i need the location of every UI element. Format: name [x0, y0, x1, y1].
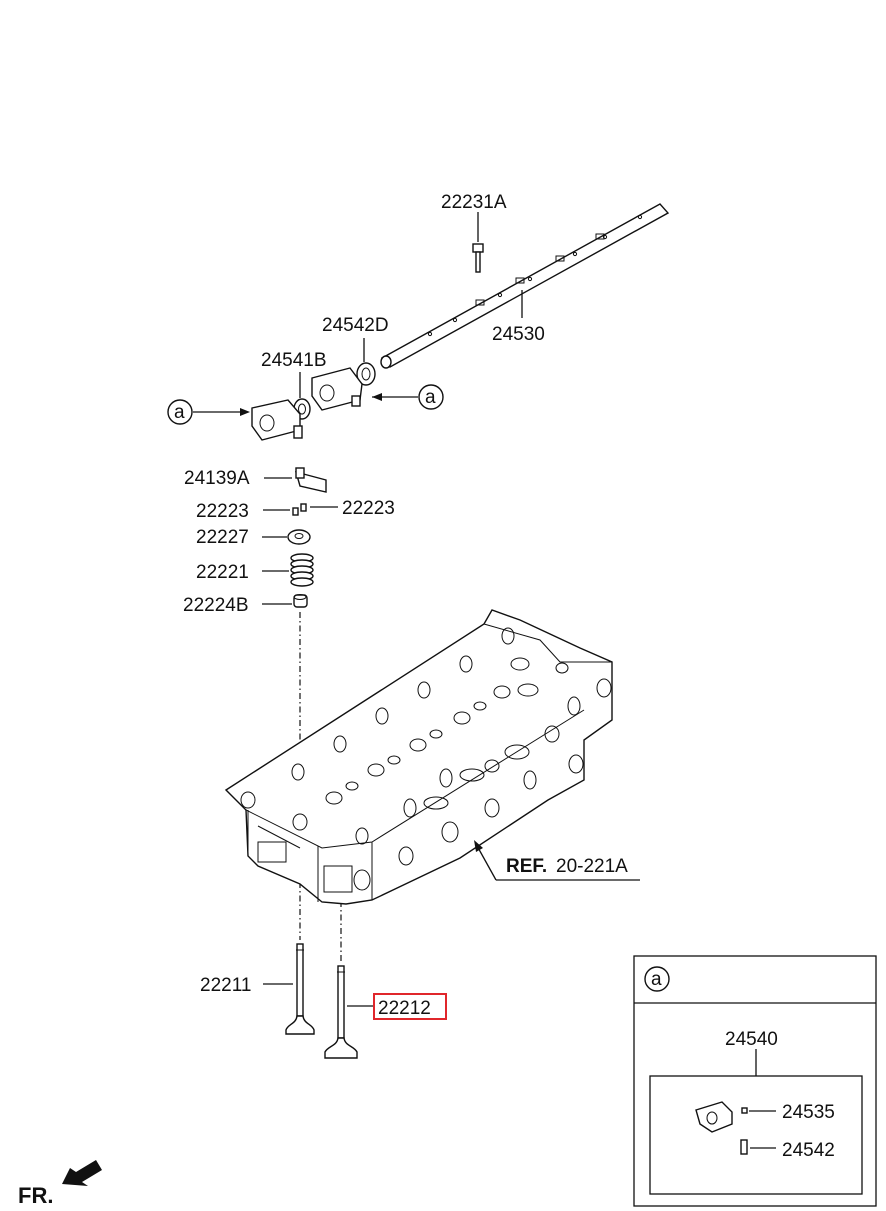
- front-arrow-icon: [62, 1160, 102, 1186]
- label-fr: FR.: [18, 1183, 53, 1208]
- valve-bridge-24139A[interactable]: [294, 467, 327, 493]
- label-22223-left: 22223: [196, 501, 249, 522]
- inset-rocker-arm[interactable]: [695, 1101, 733, 1133]
- label-24530: 24530: [492, 324, 545, 345]
- inset-part-24535[interactable]: [741, 1107, 748, 1114]
- label-22211: 22211: [200, 975, 251, 996]
- rocker-arm-lower[interactable]: [251, 399, 303, 441]
- label-22223-right: 22223: [342, 498, 395, 519]
- label-ref-prefix: REF.: [506, 856, 547, 877]
- label-24542: 24542: [782, 1140, 835, 1161]
- bush-24542D[interactable]: [356, 362, 376, 386]
- rocker-shaft-24530[interactable]: [380, 203, 670, 369]
- rocker-arm-upper[interactable]: [311, 367, 363, 411]
- label-24542D: 24542D: [322, 315, 389, 336]
- inset-panel-a: [633, 955, 877, 1207]
- inset-header-text: a: [651, 969, 662, 990]
- valve-22212[interactable]: [324, 965, 358, 1059]
- label-24535: 24535: [782, 1102, 835, 1123]
- label-22212: 22212: [378, 998, 431, 1019]
- callout-a-left: [167, 399, 193, 425]
- label-24541B: 24541B: [261, 350, 327, 371]
- bolt-22231A[interactable]: [472, 243, 484, 273]
- label-24139A: 24139A: [184, 468, 250, 489]
- label-22227: 22227: [196, 527, 249, 548]
- label-22224B: 22224B: [183, 595, 249, 616]
- callout-a-right-text: a: [425, 387, 436, 408]
- label-ref-value: 20-221A: [556, 856, 628, 877]
- valve-spring-22221[interactable]: [290, 553, 314, 587]
- label-24540: 24540: [725, 1029, 778, 1050]
- highlight-box-22212: [373, 993, 447, 1020]
- retainer-22227[interactable]: [287, 529, 311, 545]
- label-22221: 22221: [196, 562, 249, 583]
- retainer-lock-22223[interactable]: [292, 503, 307, 516]
- valve-22211[interactable]: [285, 943, 315, 1035]
- callout-a-left-text: a: [174, 402, 185, 423]
- stem-seal-22224B[interactable]: [293, 594, 308, 608]
- inset-part-24542[interactable]: [740, 1139, 748, 1155]
- callout-a-right: [418, 384, 444, 410]
- label-22231A: 22231A: [441, 192, 507, 213]
- cylinder-head[interactable]: [224, 609, 613, 905]
